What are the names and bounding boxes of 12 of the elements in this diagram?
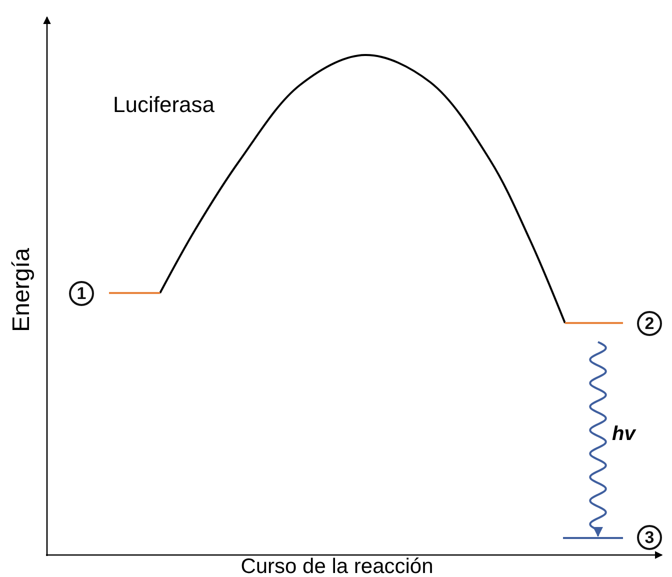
x-axis-title: Curso de la reacción <box>240 555 434 577</box>
wavy-arrow <box>589 341 607 537</box>
y-axis-title: Energía <box>8 248 36 332</box>
callout-number: 2 <box>637 311 662 336</box>
callout-number: 1 <box>69 281 94 306</box>
energy-level-line <box>563 537 623 539</box>
curve-label: Luciferasa <box>113 92 215 118</box>
energy-level-line <box>109 292 160 294</box>
energy-curve <box>159 54 566 324</box>
energy-level-line <box>565 322 623 324</box>
photon-label: hv <box>612 423 636 446</box>
callout-number: 3 <box>637 525 662 550</box>
